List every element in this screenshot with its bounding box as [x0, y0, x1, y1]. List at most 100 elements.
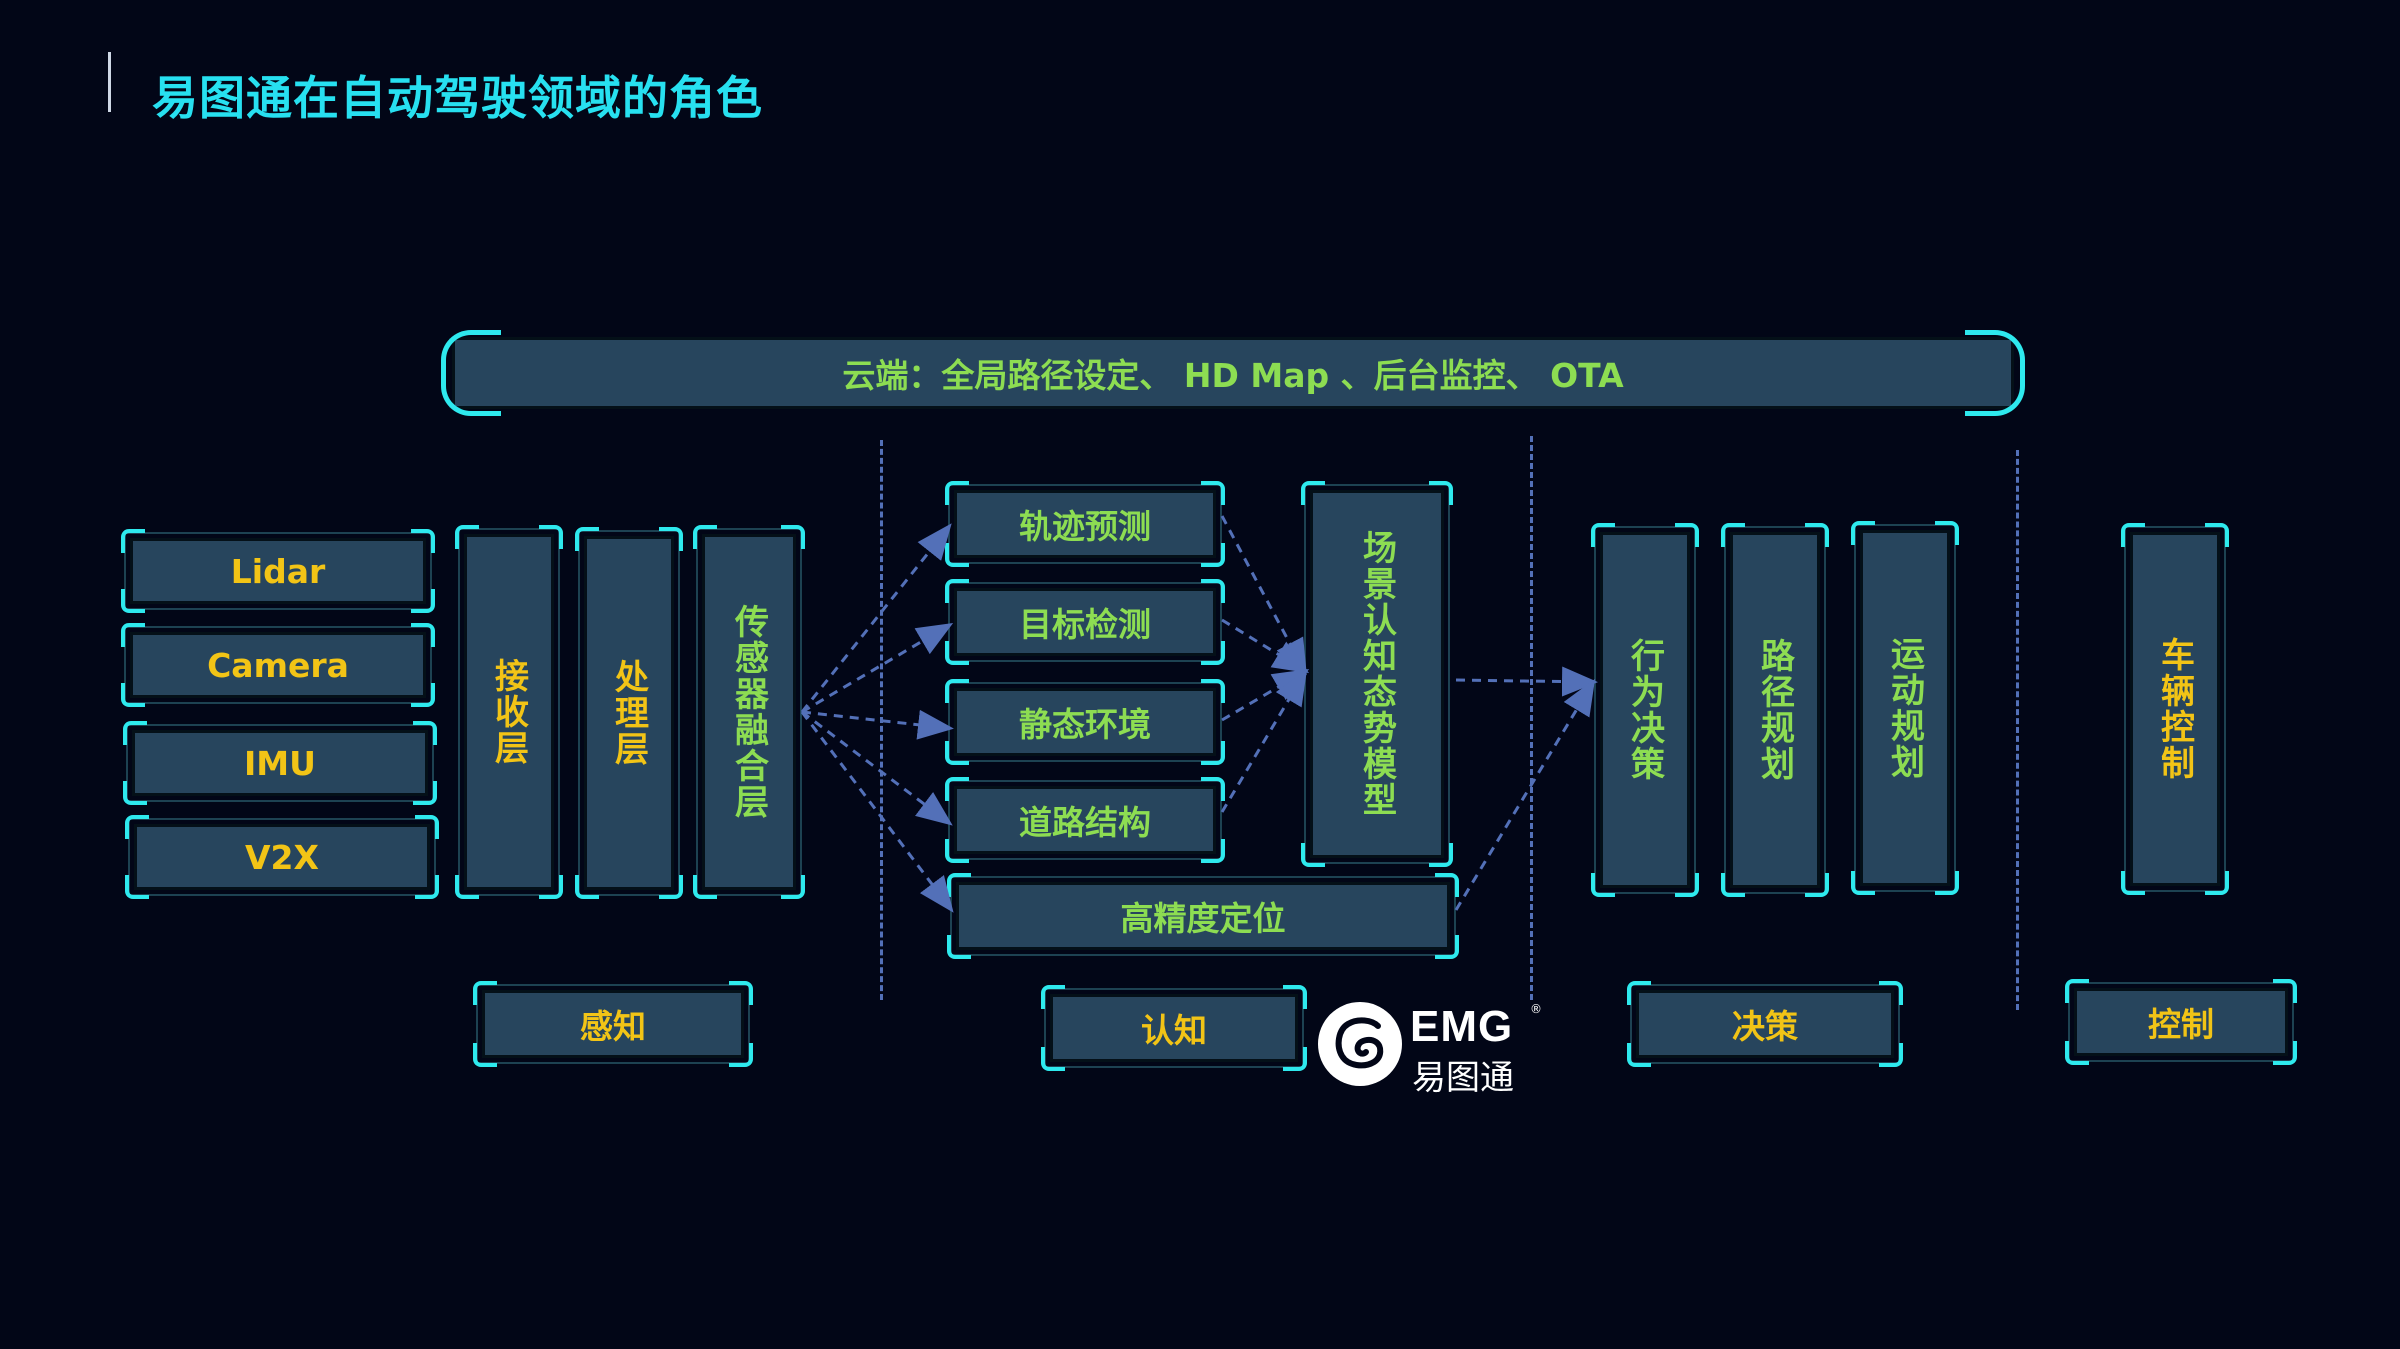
corner-accent	[1201, 679, 1225, 703]
step-vehicle-control: 车辆控制	[2121, 523, 2229, 895]
stage-cognition: 认知	[1041, 985, 1307, 1071]
logo-chinese-name: 易图通	[1412, 1058, 1514, 1098]
stage-label: 感知	[580, 1007, 646, 1046]
logo-mark	[1318, 1002, 1402, 1086]
sensor-label: Camera	[207, 645, 349, 685]
divider-cognition-decision	[1530, 436, 1533, 1000]
task-trajectory-prediction: 轨迹预测	[945, 481, 1225, 567]
sensor-imu: IMU	[123, 721, 437, 805]
divider-decision-control	[2016, 450, 2019, 1010]
corner-accent	[1721, 873, 1745, 897]
stage-perception: 感知	[473, 981, 753, 1067]
layer-label: 处理层	[608, 659, 649, 767]
corner-accent	[1851, 871, 1875, 895]
localization-label: 高精度定位	[1120, 899, 1286, 938]
corner-accent	[2065, 1041, 2089, 1065]
layer-sensor-fusion: 传感器融合层	[693, 525, 805, 899]
corner-accent	[121, 589, 145, 613]
divider-perception-cognition	[880, 440, 883, 1000]
stage-label: 认知	[1141, 1011, 1207, 1050]
arrow-trajectory-to-scene	[1220, 515, 1307, 676]
arrow-fusion-to-road	[801, 710, 953, 826]
corner-accent	[1283, 985, 1307, 1009]
cloud-label: 云端：全局路径设定、 HD Map 、后台监控、 OTA	[842, 356, 1624, 395]
corner-accent	[1301, 843, 1325, 867]
cloud-left-cap	[441, 330, 501, 416]
task-object-detection: 目标检测	[945, 579, 1225, 665]
corner-accent	[1627, 1043, 1651, 1067]
corner-accent	[2121, 871, 2145, 895]
sensor-lidar: Lidar	[121, 529, 435, 613]
task-label: 目标检测	[1019, 605, 1151, 644]
task-label: 静态环境	[1019, 705, 1151, 744]
corner-accent	[415, 815, 439, 839]
cloud-right-cap	[1965, 330, 2025, 416]
corner-accent	[1591, 873, 1615, 897]
stage-label: 决策	[1732, 1007, 1798, 1046]
corner-accent	[781, 525, 805, 549]
decision-label: 行为决策	[1624, 638, 1665, 782]
arrow-scene-to-decision	[1455, 666, 1598, 697]
corner-accent	[455, 875, 479, 899]
decision-label: 路径规划	[1754, 638, 1795, 782]
corner-accent	[945, 839, 969, 863]
step-motion-planning: 运动规划	[1851, 521, 1959, 895]
sensor-label: IMU	[244, 743, 316, 783]
scene-model-label: 场景认知态势模型	[1356, 530, 1397, 818]
step-behavior-decision: 行为决策	[1591, 523, 1699, 897]
logo-swirl-icon	[1335, 1017, 1384, 1069]
arrow-road-to-scene	[1220, 668, 1308, 813]
corner-accent	[575, 875, 599, 899]
emg-logo: EMG ® 易图通	[1318, 1002, 1548, 1098]
sensor-camera: Camera	[121, 623, 435, 707]
stage-control: 控制	[2065, 979, 2297, 1065]
corner-accent	[411, 529, 435, 553]
layer-receive: 接收层	[455, 525, 563, 899]
corner-accent	[1429, 481, 1453, 505]
corner-accent	[1201, 481, 1225, 505]
logo-registered-mark: ®	[1530, 1002, 1542, 1016]
arrow-fusion-to-static	[801, 709, 954, 740]
corner-accent	[411, 623, 435, 647]
stage-label: 控制	[2148, 1005, 2214, 1044]
layer-label: 接收层	[488, 658, 529, 766]
corner-accent	[123, 781, 147, 805]
corner-accent	[729, 981, 753, 1005]
arrow-fusion-to-detection	[801, 622, 954, 714]
arrow-localization-to-decision	[1454, 678, 1596, 911]
sensor-label: Lidar	[230, 551, 326, 591]
page-title: 易图通在自动驾驶领域的角色	[152, 71, 763, 125]
layer-process: 处理层	[575, 527, 683, 899]
step-path-planning: 路径规划	[1721, 523, 1829, 897]
arrow-fusion-to-trajectory	[800, 523, 952, 713]
corner-accent	[659, 527, 683, 551]
task-road-structure: 道路结构	[945, 777, 1225, 863]
arrow-fusion-to-localization	[800, 711, 954, 913]
corner-accent	[1805, 523, 1829, 547]
corner-accent	[1675, 523, 1699, 547]
corner-accent	[125, 875, 149, 899]
control-label: 车辆控制	[2154, 637, 2195, 781]
scene-cognition-model: 场景认知态势模型	[1301, 481, 1453, 867]
corner-accent	[1201, 777, 1225, 801]
cloud-bar: 云端：全局路径设定、 HD Map 、后台监控、 OTA	[441, 330, 2025, 416]
layer-label: 传感器融合层	[728, 604, 769, 820]
sensor-label: V2X	[245, 837, 319, 877]
corner-accent	[1879, 981, 1903, 1005]
task-static-environment: 静态环境	[945, 679, 1225, 765]
corner-accent	[1041, 1047, 1065, 1071]
task-label: 轨迹预测	[1019, 507, 1151, 546]
corner-accent	[1935, 521, 1959, 545]
corner-accent	[945, 741, 969, 765]
corner-accent	[2205, 523, 2229, 547]
corner-accent	[473, 1043, 497, 1067]
logo-brand: EMG	[1410, 1002, 1514, 1051]
corner-accent	[947, 935, 971, 959]
title-accent-bar	[108, 52, 111, 112]
corner-accent	[1201, 579, 1225, 603]
corner-accent	[413, 721, 437, 745]
arrow-detection-to-scene	[1221, 618, 1310, 674]
task-label: 道路结构	[1019, 803, 1151, 842]
